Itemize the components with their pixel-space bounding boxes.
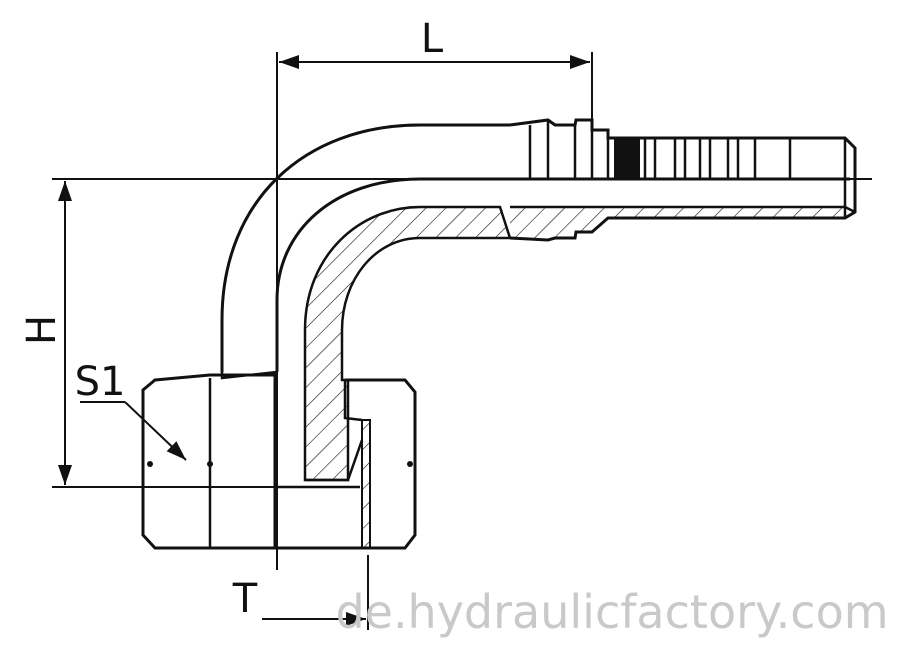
label-h: H: [19, 315, 65, 345]
hex-nut: [141, 370, 417, 550]
label-s1: S1: [75, 359, 126, 405]
dimension-t: [262, 555, 369, 630]
s1-leader: [80, 401, 187, 461]
watermark: de.hydraulicfactory.com: [335, 585, 888, 639]
label-t: T: [232, 576, 258, 622]
label-l: L: [421, 16, 444, 62]
hose-tail: [509, 118, 857, 242]
